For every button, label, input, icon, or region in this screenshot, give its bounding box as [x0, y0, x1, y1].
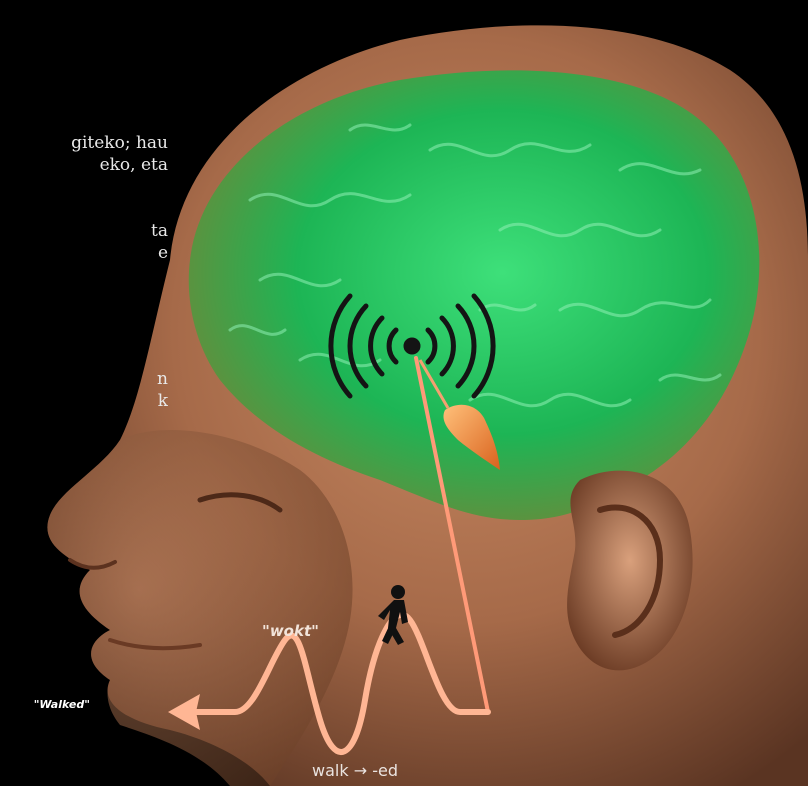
sound-label: "wokt": [262, 622, 319, 640]
caption-line: k: [0, 390, 168, 412]
caption-block-2: ta e: [0, 220, 168, 264]
caption-block-3: n k: [0, 368, 168, 412]
caption-line: e: [0, 242, 168, 264]
caption-line: ta: [0, 220, 168, 242]
caption-line: eko, eta: [0, 154, 168, 176]
caption-block-1: giteko; hau eko, eta: [0, 132, 168, 176]
output-label: "Walked": [34, 698, 90, 711]
caption-line: n: [0, 368, 168, 390]
morphology-label: walk → -ed: [312, 761, 398, 780]
caption-line: giteko; hau: [0, 132, 168, 154]
